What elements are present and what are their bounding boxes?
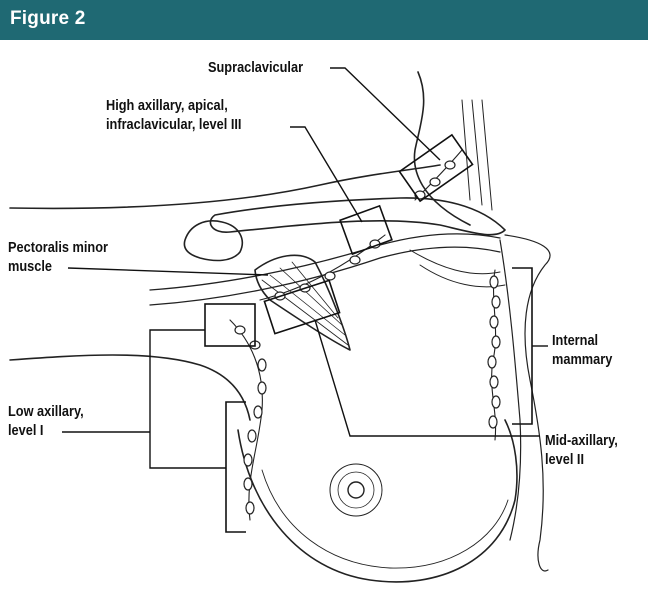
breast-outline [238,420,517,582]
label-pectoralis-line1: Pectoralis minor [8,239,108,258]
label-low-axillary-line1: Low axillary, [8,403,84,422]
label-internal-mammary-line1: Internal [552,332,612,351]
label-high-axillary-line1: High axillary, apical, [106,97,241,116]
leader-level-iii [290,127,362,222]
label-low-axillary: Low axillary, level I [8,403,84,441]
label-low-axillary-line2: level I [8,422,84,441]
lymph-nodes [235,161,500,514]
label-internal-mammary-line2: mammary [552,351,612,370]
chest-contour-right [505,235,550,571]
label-pectoralis-line2: muscle [8,258,108,277]
label-pectoralis-minor: Pectoralis minor muscle [8,239,108,277]
box-level-i-upper [205,304,255,346]
label-mid-axillary-line1: Mid-axillary, [545,432,618,451]
label-supraclavicular-text: Supraclavicular [208,59,303,78]
leader-low-axillary [62,330,226,468]
label-mid-axillary-line2: level II [545,451,618,470]
leader-supraclavicular [330,68,440,160]
coracoid [184,221,242,261]
label-high-axillary: High axillary, apical, infraclavicular, … [106,97,241,135]
label-mid-axillary: Mid-axillary, level II [545,432,618,470]
label-internal-mammary: Internal mammary [552,332,612,370]
nipple [348,482,364,498]
clavicle [210,198,505,235]
lymph-chain-apical [260,235,385,300]
bracket-internal-mammary [512,268,532,424]
shoulder-contour [10,165,440,208]
breast-inner [262,470,508,568]
box-level-iii [340,206,392,254]
box-supraclavicular [399,135,472,201]
bracket-low-axillary [226,402,246,532]
label-supraclavicular: Supraclavicular [208,59,303,78]
label-high-axillary-line2: infraclavicular, level III [106,116,241,135]
leader-mid-axillary [315,320,540,436]
lymph-chain-internal-mammary [492,270,496,440]
